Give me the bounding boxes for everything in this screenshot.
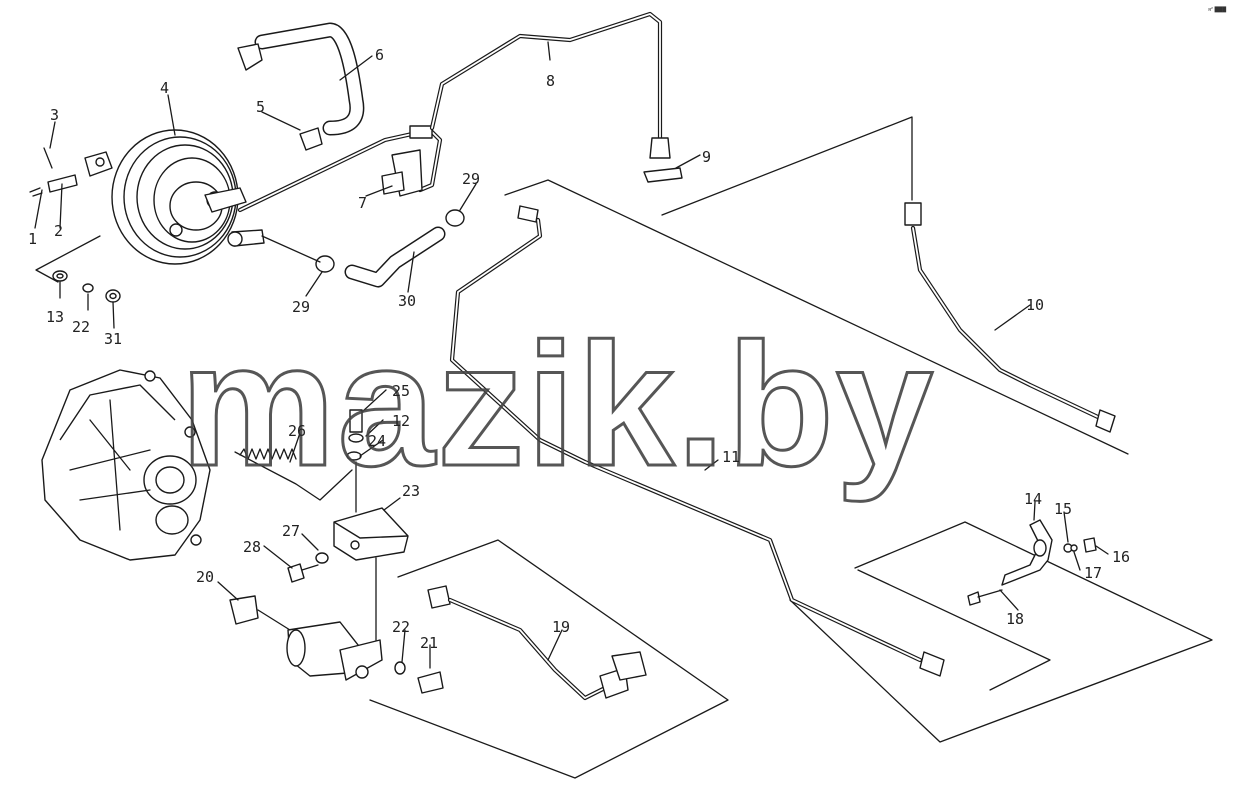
callout-29-bottom: 29 xyxy=(292,298,310,316)
callout-27: 27 xyxy=(282,522,300,540)
callout-22-right: 22 xyxy=(392,618,410,636)
callout-15: 15 xyxy=(1054,500,1072,518)
callout-19: 19 xyxy=(552,618,570,636)
callout-4: 4 xyxy=(160,79,169,97)
brake-booster xyxy=(111,129,265,265)
callout-10: 10 xyxy=(1026,296,1044,314)
callout-1: 1 xyxy=(28,230,37,248)
clamp-29b xyxy=(445,209,465,227)
mounting-bracket-14 xyxy=(967,519,1097,606)
vacuum-hose-30 xyxy=(261,209,465,288)
clamp-29a xyxy=(315,255,335,273)
callout-24: 24 xyxy=(368,432,386,450)
brake-pipe-11 xyxy=(449,205,945,677)
slave-cylinder-20 xyxy=(229,595,383,681)
callout-7: 7 xyxy=(358,194,367,212)
plane-outline-top xyxy=(504,116,1129,455)
washers-left xyxy=(52,270,121,303)
callout-17: 17 xyxy=(1084,564,1102,582)
callout-31: 31 xyxy=(104,330,122,348)
callout-11: 11 xyxy=(722,448,740,466)
bracket-23 xyxy=(333,507,409,641)
brake-pipe-8 xyxy=(429,11,663,143)
callout-13: 13 xyxy=(46,308,64,326)
pin-2 xyxy=(47,174,78,193)
leader-lines xyxy=(34,41,1109,669)
callout-23: 23 xyxy=(402,482,420,500)
hose-clamp-5b xyxy=(299,127,323,151)
callout-22-left: 22 xyxy=(72,318,90,336)
plane-outline-pipe19 xyxy=(369,539,729,779)
plane-outline-pipe11 xyxy=(789,521,1213,743)
pushrod-fittings xyxy=(29,147,113,197)
callout-6: 6 xyxy=(375,46,384,64)
vacuum-hose-6 xyxy=(237,22,365,151)
callout-labels: 1 2 3 4 5 6 7 8 9 10 11 12 13 14 15 16 1… xyxy=(28,46,1130,652)
clutch-hose-19 xyxy=(427,585,647,701)
callout-18: 18 xyxy=(1006,610,1024,628)
callout-26: 26 xyxy=(288,422,306,440)
clutch-housing xyxy=(41,369,211,561)
callout-14: 14 xyxy=(1024,490,1042,508)
callout-25: 25 xyxy=(392,382,410,400)
plane-outline-bracket xyxy=(857,569,1051,691)
corner-mark: я² ███ xyxy=(1208,6,1226,13)
assembly-planes xyxy=(35,116,1213,779)
callout-5: 5 xyxy=(256,98,265,116)
check-valve-7 xyxy=(237,125,443,213)
callout-28: 28 xyxy=(243,538,261,556)
bolt-25 xyxy=(346,409,364,513)
callout-20: 20 xyxy=(196,568,214,586)
fitting-9 xyxy=(643,137,683,183)
brake-line-10 xyxy=(904,202,1116,433)
callout-8: 8 xyxy=(546,72,555,90)
callout-16: 16 xyxy=(1112,548,1130,566)
watermark: mazik.by xyxy=(180,308,935,503)
return-spring-26 xyxy=(234,448,353,501)
callout-9: 9 xyxy=(702,148,711,166)
hose-clamp-5a xyxy=(237,43,263,71)
bolt-21 xyxy=(394,661,444,694)
callout-30: 30 xyxy=(398,292,416,310)
callout-2: 2 xyxy=(54,222,63,240)
plane-outline-left xyxy=(35,235,101,283)
callout-12: 12 xyxy=(392,412,410,430)
bolt-28 xyxy=(287,552,329,583)
callout-3: 3 xyxy=(50,106,59,124)
callout-21: 21 xyxy=(420,634,438,652)
callout-29-top: 29 xyxy=(462,170,480,188)
